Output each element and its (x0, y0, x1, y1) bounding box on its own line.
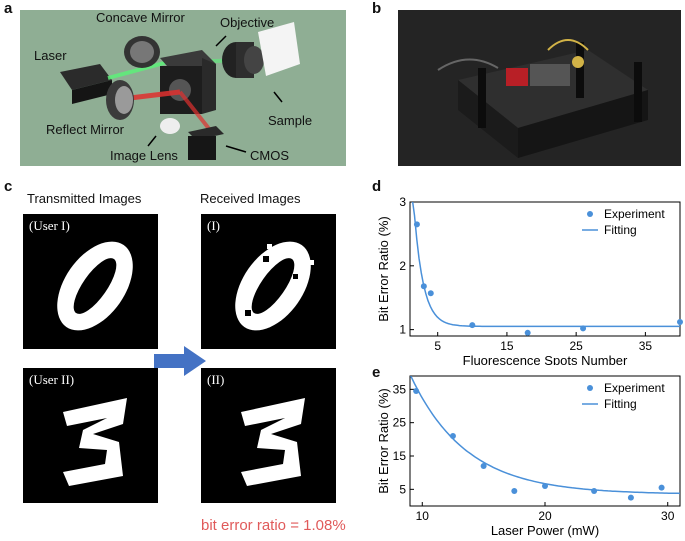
panel-label-e: e (372, 364, 381, 381)
chart-e-point-3 (511, 488, 518, 494)
chart-e-point-4 (542, 483, 548, 489)
chart-d-legend-experiment: Experiment (604, 207, 665, 221)
chart-e-point-5 (591, 488, 598, 494)
chart-e-point-2 (480, 463, 487, 469)
chart-e-xlabel: Laser Power (mW) (491, 523, 599, 538)
chart-d-ytick-label-1: 2 (399, 259, 406, 273)
chart-e-xtick-label-1: 20 (538, 509, 552, 523)
chart-e-legend-marker-experiment (587, 385, 593, 391)
received-title: Received Images (200, 191, 301, 206)
chart-e-legend-fitting: Fitting (604, 397, 637, 411)
chart-e-ytick-label-2: 25 (393, 416, 407, 430)
chart-e-point-7 (658, 484, 665, 491)
chart-d-point-5 (580, 325, 587, 332)
user2-label: (User II) (29, 372, 75, 387)
chart-d-ytick-label-0: 1 (399, 323, 406, 337)
chart-e-ytick-label-1: 15 (393, 449, 407, 463)
label-sample: Sample (268, 113, 313, 128)
chart-d-xtick-label-3: 35 (639, 339, 653, 353)
transfer-arrow (154, 346, 206, 376)
label-concave-mirror: Concave Mirror (96, 10, 185, 25)
transmitted-title: Transmitted Images (27, 191, 142, 206)
chart-e-xtick-label-0: 10 (416, 509, 430, 523)
received-image-2: (II) (201, 368, 336, 503)
digit-three-received (241, 398, 305, 486)
setup-illustration (20, 10, 346, 166)
chart-e-point-1 (449, 433, 456, 439)
chart-d-ylabel: Bit Error Ratio (%) (376, 216, 391, 321)
chart-d-xtick-label-0: 5 (434, 339, 441, 353)
chart-d-xtick-label-2: 25 (569, 339, 583, 353)
chart-e-ytick-label-0: 5 (399, 482, 406, 496)
apparatus-graphic (398, 10, 681, 166)
chart-d-ytick-label-2: 3 (399, 195, 406, 209)
chart-d-fitting-line (411, 202, 680, 328)
digit-zero-transmitted (57, 241, 133, 331)
chart-d-point-1 (420, 283, 427, 290)
panel-label-b: b (372, 0, 382, 17)
received-image-1: (I) (201, 214, 336, 349)
chart-e-point-6 (627, 494, 634, 501)
recv2-label: (II) (207, 372, 225, 387)
chart-e-legend-experiment: Experiment (604, 381, 665, 395)
label-laser: Laser (34, 48, 67, 63)
digit-three-transmitted (63, 398, 127, 486)
chart-d-point-4 (524, 329, 531, 336)
panel-label-a: a (4, 0, 13, 17)
bit-error-ratio-text: bit error ratio = 1.08% (201, 517, 346, 534)
transmitted-image-1: (User I) (23, 214, 158, 349)
digit-zero-received (235, 241, 314, 331)
chart-d-xtick-label-1: 15 (500, 339, 514, 353)
setup-graphic (60, 22, 300, 160)
chart-e-xtick-label-2: 30 (661, 509, 675, 523)
chart-e-ytick-label-3: 35 (393, 382, 407, 396)
chart-d-legend-fitting: Fitting (604, 223, 637, 237)
recv1-label: (I) (207, 218, 220, 233)
user1-label: (User I) (29, 218, 70, 233)
transmitted-image-2: (User II) (23, 368, 158, 503)
chart-d-xlabel: Fluorescence Spots Number (463, 353, 628, 365)
apparatus-photo (398, 10, 681, 166)
panel-label-c: c (4, 178, 13, 195)
chart-d-legend-marker-experiment (587, 211, 593, 217)
chart-e-ylabel: Bit Error Ratio (%) (376, 388, 391, 493)
label-objective: Objective (220, 15, 275, 30)
label-image-lens: Image Lens (110, 148, 178, 163)
panel-label-d: d (372, 178, 382, 195)
chart-d-point-0 (413, 221, 420, 228)
chart-d-axes-box (409, 201, 681, 337)
chart-d-point-6 (677, 318, 683, 325)
chart-d-point-2 (427, 290, 434, 297)
label-cmos: CMOS (250, 148, 289, 163)
chart-d-point-3 (469, 322, 476, 329)
chart-e-point-0 (413, 388, 420, 394)
label-reflect-mirror: Reflect Mirror (46, 122, 125, 137)
